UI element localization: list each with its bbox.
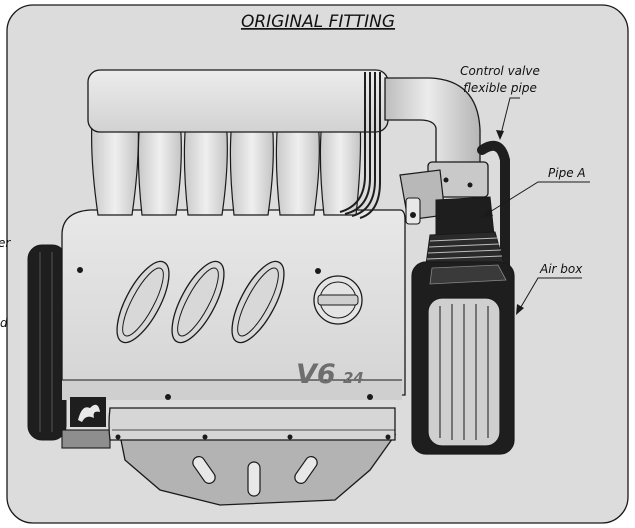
intake-plenum	[87, 69, 389, 133]
leader-control-valve	[499, 97, 520, 139]
engine-block	[61, 209, 406, 427]
edge-label-fragment-1: er	[0, 236, 11, 250]
pulley	[27, 244, 67, 441]
label-air-box: Air box	[539, 262, 583, 276]
label-control-valve-line2: flexible pipe	[463, 81, 537, 95]
throttle-body	[399, 161, 489, 225]
label-pipe-a: Pipe A	[548, 166, 586, 180]
engine-badge-model: V6	[296, 359, 336, 390]
wiring-loom	[339, 72, 381, 219]
intake-runners	[91, 119, 362, 216]
sump-plate	[119, 434, 397, 506]
air-box	[411, 261, 515, 455]
diagram-title: ORIGINAL FITTING	[241, 12, 395, 32]
label-control-valve-line1: Control valve	[460, 64, 540, 78]
pipe-a	[435, 196, 495, 239]
leader-pipe-a	[484, 181, 590, 216]
leader-air-box	[517, 277, 582, 313]
crankcase-flange	[108, 407, 396, 441]
engine-badge-suffix: 24	[343, 369, 364, 387]
edge-label-fragment-2: d	[0, 316, 8, 330]
control-valve-flexible-pipe	[477, 140, 510, 280]
